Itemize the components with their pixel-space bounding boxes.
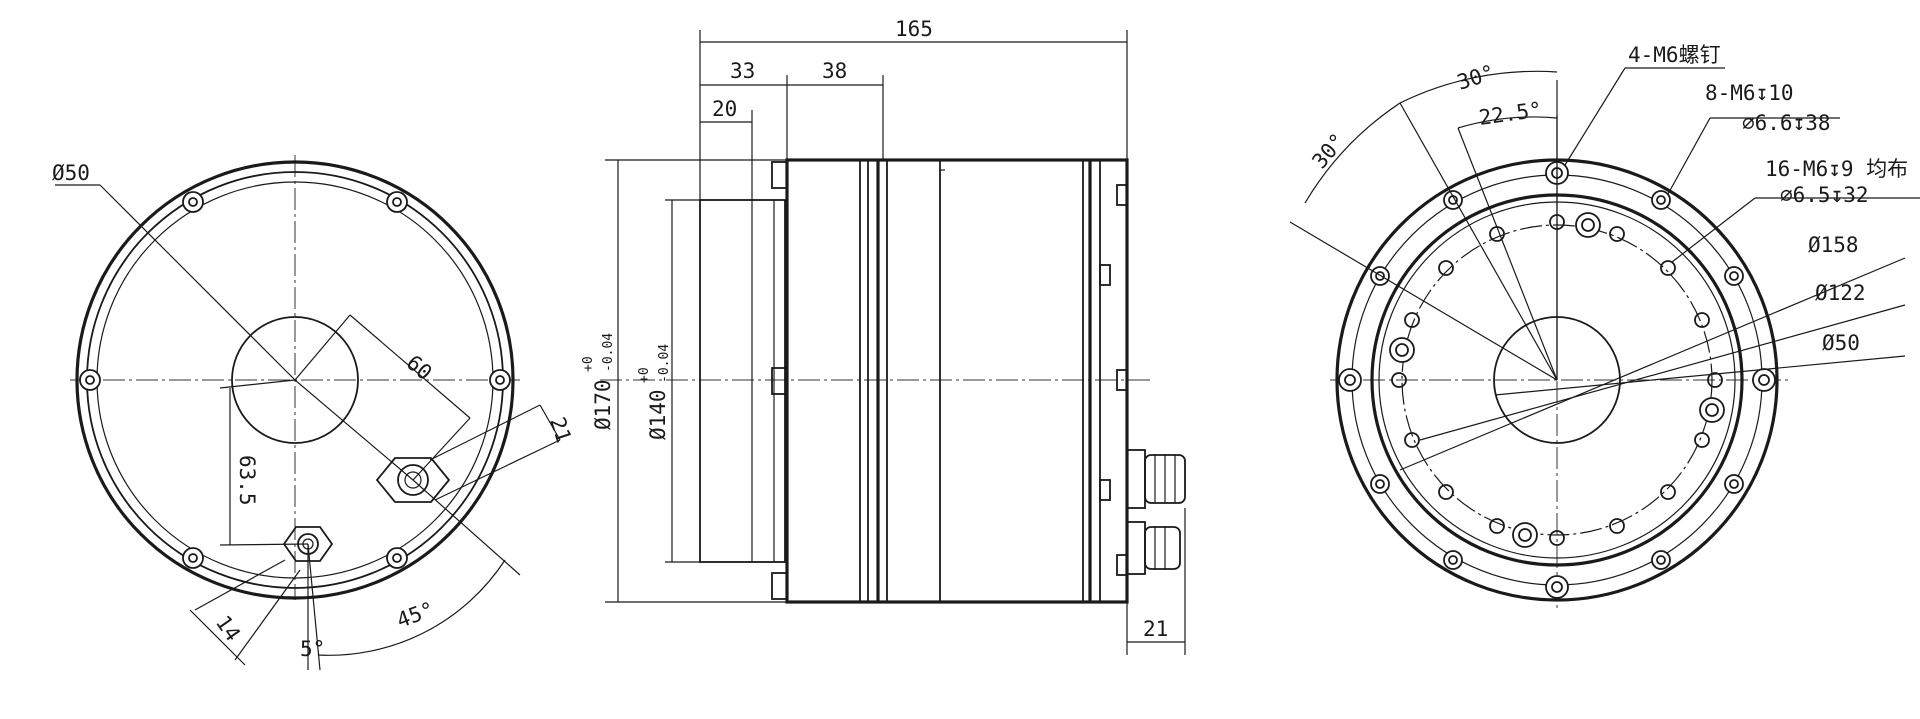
outer-dia-label: Ø50 (52, 161, 90, 185)
dia-158-label: Ø158 (1808, 233, 1859, 257)
rear-connectors (1126, 449, 1186, 575)
vertical-63-5-label: 63.5 (235, 455, 259, 506)
right-view: 30° 30° 22.5° 4-M6螺钉 8-M6↧10 ⌀6.6↧38 16-… (1289, 43, 1920, 610)
outer-dia-sup-label: +0 (581, 356, 596, 372)
connector-large (375, 457, 451, 503)
angle-5-label: 5° (300, 637, 325, 661)
angle-45-label: 45° (394, 597, 438, 633)
outer-dia-base-label: Ø170 (591, 379, 615, 430)
step-33-label: 33 (730, 59, 755, 83)
step-20-label: 20 (712, 97, 737, 121)
dia-50-label: Ø50 (1822, 331, 1860, 355)
bolt-holes (79, 191, 511, 569)
angle-22-5-label: 22.5° (1477, 97, 1543, 130)
screws-4-label: 4-M6螺钉 (1628, 43, 1721, 67)
inner-dia-sub-label: -0.04 (657, 344, 672, 383)
step-38-label: 38 (822, 59, 847, 83)
holes-16-cb-label: ⌀6.5↧32 (1780, 183, 1869, 207)
overall-length-label: 165 (895, 17, 933, 41)
outer-dia-sub-label: -0.04 (601, 333, 616, 372)
holes-8-label: 8-M6↧10 (1705, 81, 1794, 105)
central-bore (231, 316, 359, 444)
connector-21-label: 21 (1143, 617, 1168, 641)
holes-8-cb-label: ⌀6.6↧38 (1742, 111, 1831, 135)
small-14-label: 14 (211, 611, 245, 645)
holes-16-label: 16-M6↧9 均布 (1765, 157, 1908, 181)
outer-screws (1338, 161, 1776, 599)
side-view: 165 33 38 20 Ø170 +0 -0.04 Ø140 +0 -0.04… (581, 17, 1186, 655)
left-view: Ø50 60 63.5 21 14 5° 45° (52, 155, 576, 671)
angle-30-top-label: 30° (1454, 60, 1497, 95)
dia-122-label: Ø122 (1815, 281, 1866, 305)
inner-dia-base-label: Ø140 (646, 389, 670, 440)
radial-21-label: 21 (545, 414, 576, 445)
inner-dia-sup-label: +0 (637, 367, 652, 383)
angle-30-left-label: 30° (1307, 129, 1350, 173)
